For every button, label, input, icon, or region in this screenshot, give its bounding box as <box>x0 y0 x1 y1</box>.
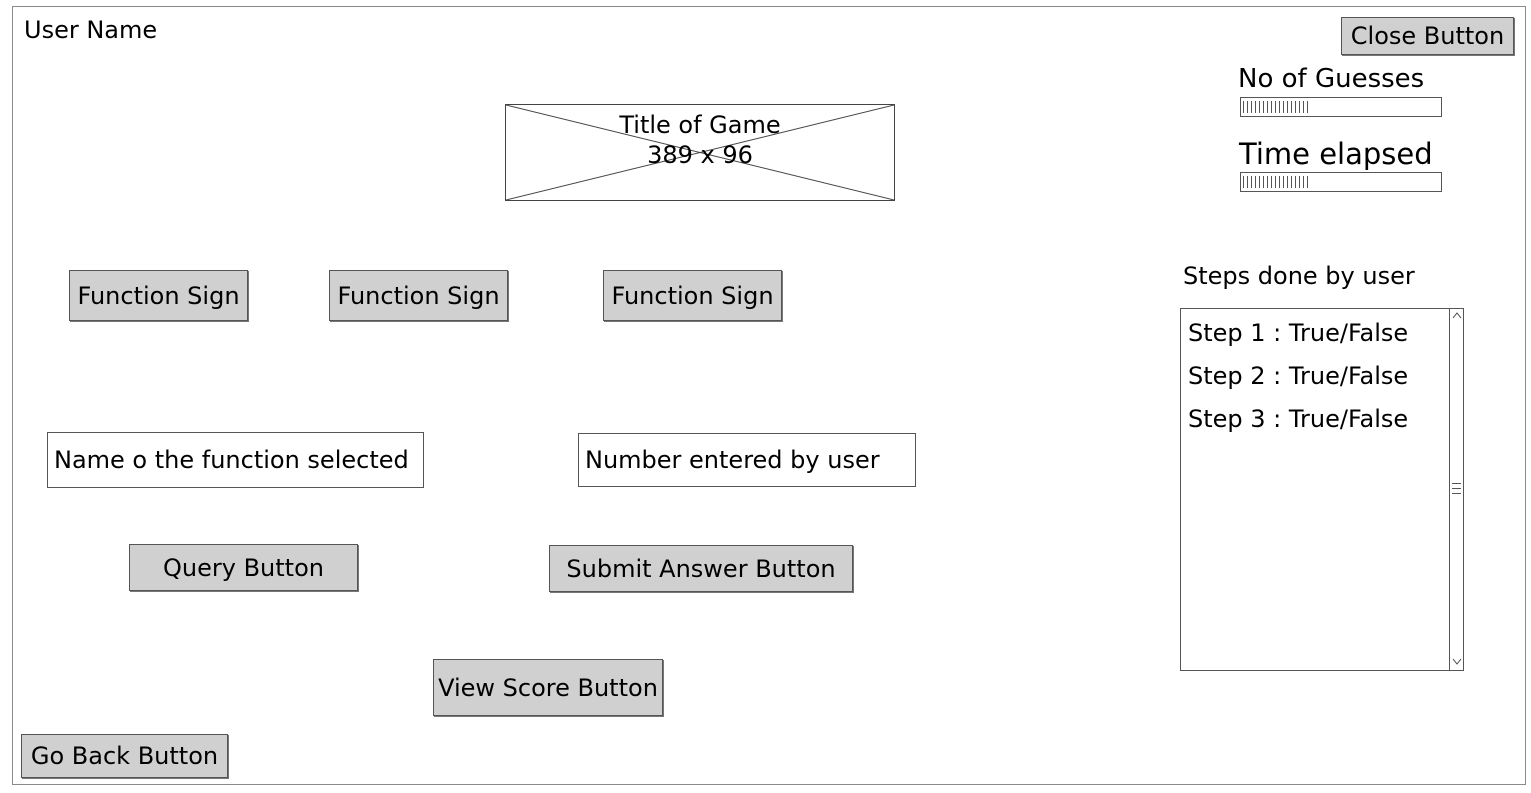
chevron-up-icon[interactable] <box>1450 309 1463 323</box>
function-sign-button-1[interactable]: Function Sign <box>69 270 248 321</box>
close-button[interactable]: Close Button <box>1341 17 1514 55</box>
guesses-progress-bar <box>1240 97 1442 117</box>
user-name-label: User Name <box>24 16 158 44</box>
steps-list-items: Step 1 : True/False Step 2 : True/False … <box>1188 317 1408 446</box>
guesses-progress-fill <box>1243 101 1309 113</box>
guesses-label: No of Guesses <box>1238 64 1425 94</box>
number-input-field[interactable]: Number entered by user <box>578 433 916 487</box>
steps-title: Steps done by user <box>1183 262 1415 290</box>
go-back-button[interactable]: Go Back Button <box>21 734 228 778</box>
function-sign-button-3[interactable]: Function Sign <box>603 270 782 321</box>
game-title-size-text: 389 x 96 <box>647 141 753 169</box>
view-score-button[interactable]: View Score Button <box>433 659 663 716</box>
function-sign-button-2[interactable]: Function Sign <box>329 270 508 321</box>
selected-function-name-field[interactable]: Name o the function selected <box>47 432 424 488</box>
scroll-thumb[interactable] <box>1452 479 1461 503</box>
query-button[interactable]: Query Button <box>129 544 358 591</box>
steps-scrollbar[interactable] <box>1449 309 1463 670</box>
list-item[interactable]: Step 3 : True/False <box>1188 405 1409 433</box>
image-placeholder-cross <box>506 105 894 200</box>
game-title-text: Title of Game <box>619 111 781 139</box>
steps-list[interactable]: Step 1 : True/False Step 2 : True/False … <box>1180 308 1464 671</box>
list-item[interactable]: Step 1 : True/False <box>1188 319 1409 347</box>
game-title-image: Title of Game 389 x 96 <box>505 104 895 201</box>
chevron-down-icon[interactable] <box>1450 656 1463 670</box>
submit-answer-button[interactable]: Submit Answer Button <box>549 545 853 592</box>
list-item[interactable]: Step 2 : True/False <box>1188 362 1409 390</box>
time-elapsed-label: Time elapsed <box>1239 137 1433 171</box>
time-elapsed-progress-fill <box>1243 176 1309 188</box>
time-elapsed-progress-bar <box>1240 172 1442 192</box>
